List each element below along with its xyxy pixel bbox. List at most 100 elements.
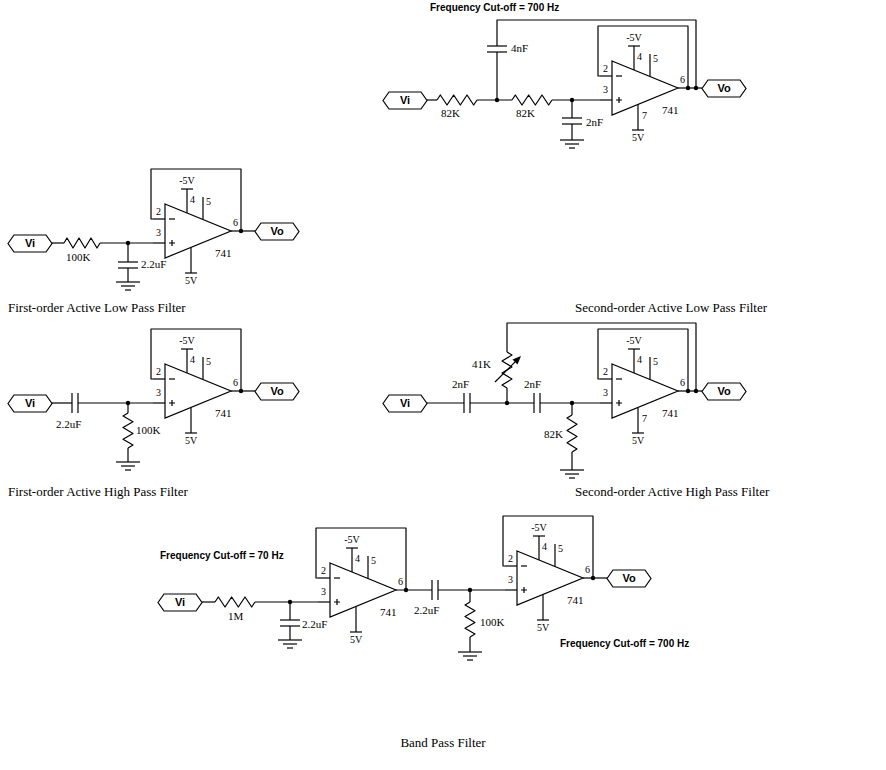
op-amp: 741 <box>517 551 583 605</box>
component-value: 2.2uF <box>302 618 327 631</box>
signal-terminal: Vi <box>383 395 427 412</box>
supply-pin <box>355 606 356 632</box>
supply-pin <box>632 129 644 130</box>
ground-symbol <box>565 143 579 144</box>
capacitor-symbol <box>562 117 582 118</box>
supply-label: -5V <box>344 534 360 546</box>
pin-number: 3 <box>508 574 513 586</box>
wire <box>78 402 153 403</box>
signal-terminal: Vi <box>8 235 52 252</box>
wire <box>571 124 572 140</box>
plus-sign <box>616 97 622 103</box>
cutoff-note: Frequency Cut-off = 70 Hz <box>160 550 284 562</box>
pin-number: 3 <box>156 227 161 239</box>
supply-label: 5V <box>537 622 549 634</box>
ground-symbol <box>569 147 575 148</box>
signal-name: Vo <box>622 572 635 584</box>
op-amp: 741 <box>165 364 231 418</box>
pin-number: 6 <box>233 217 238 229</box>
trim-arrow <box>513 356 522 365</box>
pin-number: 2 <box>156 206 161 218</box>
component-value: 2.2uF <box>141 258 166 271</box>
resistor-symbol <box>437 95 477 105</box>
wire <box>127 448 128 462</box>
op-amp-symbol <box>165 364 231 418</box>
op-amp: 741 <box>612 364 678 418</box>
wire <box>469 637 470 652</box>
component-value: 2nF <box>452 378 469 391</box>
terminal-shape <box>255 223 299 240</box>
ground-symbol <box>463 655 477 656</box>
pin-number: 3 <box>321 586 326 598</box>
op-amp: 741 <box>330 563 396 617</box>
supply-pin <box>628 348 640 349</box>
caption: Second-order Active High Pass Filter <box>575 484 769 500</box>
part-number: 741 <box>662 104 679 116</box>
feedback-wire <box>503 516 593 578</box>
capacitor-symbol <box>533 393 534 413</box>
terminal-shape <box>158 594 202 611</box>
wire <box>496 52 497 100</box>
ground-symbol <box>458 651 482 652</box>
terminal-shape <box>702 80 746 97</box>
component-value: 100K <box>66 251 90 264</box>
terminal-outline <box>383 395 427 412</box>
signal-name: Vi <box>175 596 185 608</box>
minus-sign <box>169 378 175 379</box>
cutoff-note: Frequency Cut-off = 700 Hz <box>430 2 559 14</box>
part-number: 741 <box>567 594 584 606</box>
op-amp-triangle <box>612 364 678 418</box>
pin-number: 2 <box>603 366 608 378</box>
wire <box>571 452 572 470</box>
plus-sign <box>616 400 622 406</box>
signal-name: Vi <box>25 397 35 409</box>
op-amp-symbol <box>612 364 678 418</box>
ground-symbol <box>560 469 584 470</box>
supply-label: 5V <box>632 435 644 447</box>
wire <box>469 590 470 602</box>
op-amp-triangle <box>517 551 583 605</box>
signal-name: Vi <box>25 237 35 249</box>
minus-sign <box>616 378 622 379</box>
resistor-symbol <box>215 597 255 607</box>
offset-pin <box>202 197 203 220</box>
plus-sign <box>169 400 175 406</box>
input-lead <box>318 601 330 602</box>
wire <box>571 403 572 415</box>
component-value: 2nF <box>586 116 603 129</box>
resistor-symbol <box>465 602 475 637</box>
caption: Second-order Active Low Pass Filter <box>575 300 767 316</box>
pin-number: 5 <box>653 356 658 368</box>
minus-sign <box>616 75 622 76</box>
supply-pin <box>346 547 358 548</box>
pin-number: 4 <box>355 553 360 565</box>
ground-symbol <box>125 289 131 290</box>
component-value: 2.2uF <box>414 604 439 617</box>
op-amp-triangle <box>330 563 396 617</box>
input-lead <box>600 378 612 379</box>
output-wire <box>231 230 255 231</box>
wire <box>127 268 128 282</box>
capacitor-symbol <box>487 51 507 52</box>
ground-symbol <box>569 477 575 478</box>
supply-pin <box>350 631 362 632</box>
input-lead <box>153 402 165 403</box>
plus-sign <box>169 240 175 246</box>
signal-terminal: Vo <box>702 383 746 400</box>
ground-symbol <box>287 647 293 648</box>
feedback-wire <box>598 329 688 391</box>
supply-pin <box>181 188 193 189</box>
pin-number: 6 <box>680 74 685 86</box>
signal-terminal: Vi <box>383 92 427 109</box>
terminal-outline <box>607 570 651 587</box>
op-amp-triangle <box>612 61 678 115</box>
ground-symbol <box>278 639 302 640</box>
terminal-shape <box>702 383 746 400</box>
pin-number: 3 <box>156 387 161 399</box>
wire <box>427 99 437 100</box>
offset-pin <box>202 357 203 380</box>
wire <box>289 626 290 640</box>
part-number: 741 <box>215 247 232 259</box>
